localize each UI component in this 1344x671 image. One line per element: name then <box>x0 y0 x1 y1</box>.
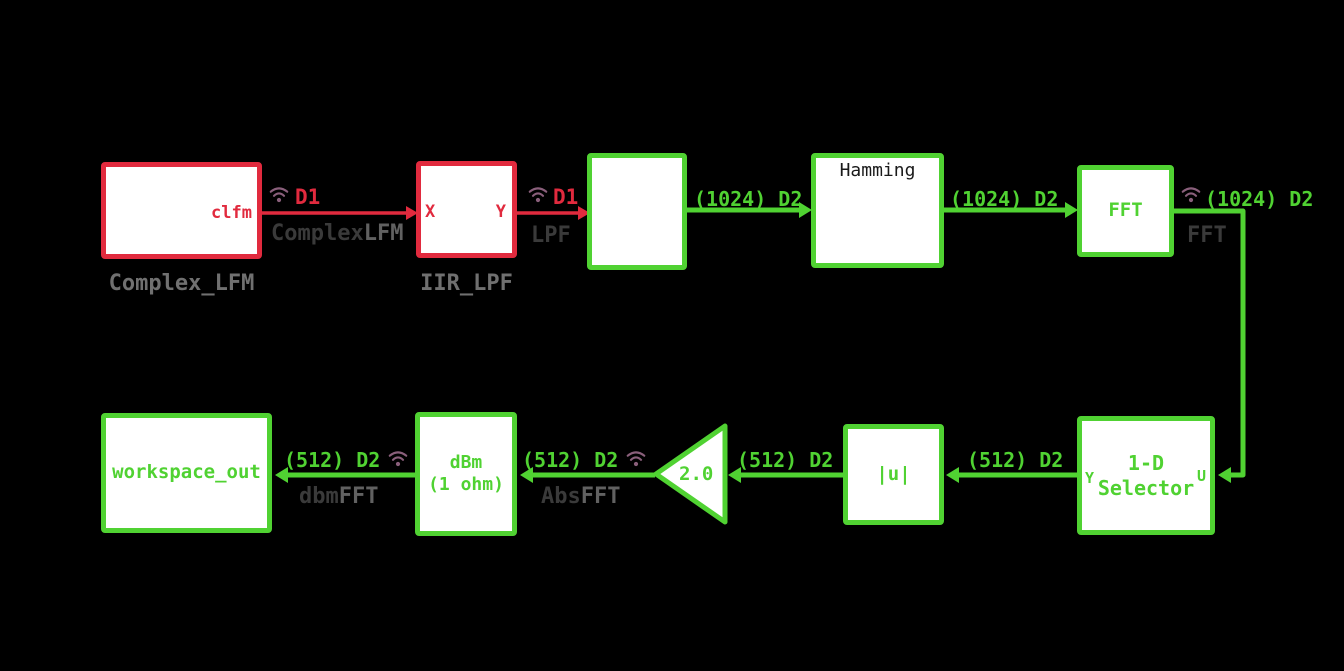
block-dbm[interactable]: dBm (1 ohm) <box>415 412 517 536</box>
arrowhead-gain-input <box>728 467 741 483</box>
port-label-y: Y <box>495 202 506 222</box>
block-1d-selector[interactable]: 1-D Selector Y U <box>1077 416 1215 535</box>
signal-name-fft: FFT <box>1187 223 1227 248</box>
signal-dim-lpf: D1 <box>553 185 579 209</box>
block-workspace-out[interactable]: workspace_out <box>101 413 272 533</box>
block-name-iir-lpf: IIR_LPF <box>420 271 513 296</box>
wire-fft-to-selector[interactable] <box>1173 208 1246 478</box>
signal-dim-gain-out: (512) D2 <box>522 448 619 472</box>
arrowhead-abs-input <box>946 467 959 483</box>
block-hamming-window[interactable]: Hamming <box>811 153 944 268</box>
signal-name-absfft: AbsFFT <box>541 484 621 509</box>
signal-name-lpf: LPF <box>531 223 571 248</box>
signal-dim-buffer-out: (1024) D2 <box>694 187 803 211</box>
arrowhead-workspace-input <box>275 467 288 483</box>
block-complex-lfm[interactable]: clfm <box>101 162 262 259</box>
selector-block-text: 1-D Selector <box>1097 450 1195 500</box>
signal-name-dbmfft: dbmFFT <box>299 484 379 509</box>
arrowhead-iirlpf-input <box>406 206 418 220</box>
arrowhead-fft-input <box>1065 202 1078 218</box>
port-label-clfm: clfm <box>211 203 252 223</box>
port-label-y-selector: Y <box>1085 469 1095 487</box>
arrowhead-selector-input <box>1218 467 1231 483</box>
fft-block-text: FFT <box>1108 199 1143 222</box>
signal-dim-abs-out: (512) D2 <box>737 448 834 472</box>
dbm-block-text: dBm (1 ohm) <box>428 451 504 496</box>
signal-logging-icon[interactable] <box>269 187 289 204</box>
block-buffer[interactable] <box>587 153 687 270</box>
hamming-window-title: Hamming <box>839 160 916 181</box>
block-name-complex-lfm: Complex_LFM <box>108 271 255 296</box>
signal-dim-clfm: D1 <box>295 185 321 209</box>
signal-logging-icon[interactable] <box>1181 187 1201 204</box>
signal-dim-fft-out: (1024) D2 <box>1205 187 1314 211</box>
arrowhead-buffer-input <box>578 206 590 220</box>
gain-block[interactable] <box>653 423 728 525</box>
workspace-out-text: workspace_out <box>112 461 261 484</box>
signal-dim-hamming-out: (1024) D2 <box>950 187 1059 211</box>
arrowhead-hamming-input <box>799 202 812 218</box>
port-label-u-selector: U <box>1196 467 1206 485</box>
signal-logging-icon[interactable] <box>388 451 408 468</box>
port-label-x: X <box>425 202 436 222</box>
signal-dim-selector-out: (512) D2 <box>967 448 1064 472</box>
signal-logging-icon[interactable] <box>626 451 646 468</box>
signal-name-complexlfm: ComplexLFM <box>271 221 404 246</box>
gain-value: 2.0 <box>679 463 714 485</box>
block-iir-lpf[interactable]: X Y <box>416 161 517 258</box>
block-abs[interactable]: |u| <box>843 424 944 525</box>
abs-block-text: |u| <box>876 462 911 485</box>
signal-logging-icon[interactable] <box>528 187 548 204</box>
signal-dim-dbm-out: (512) D2 <box>284 448 381 472</box>
block-fft[interactable]: FFT <box>1077 165 1174 257</box>
arrowhead-dbm-input <box>520 467 533 483</box>
